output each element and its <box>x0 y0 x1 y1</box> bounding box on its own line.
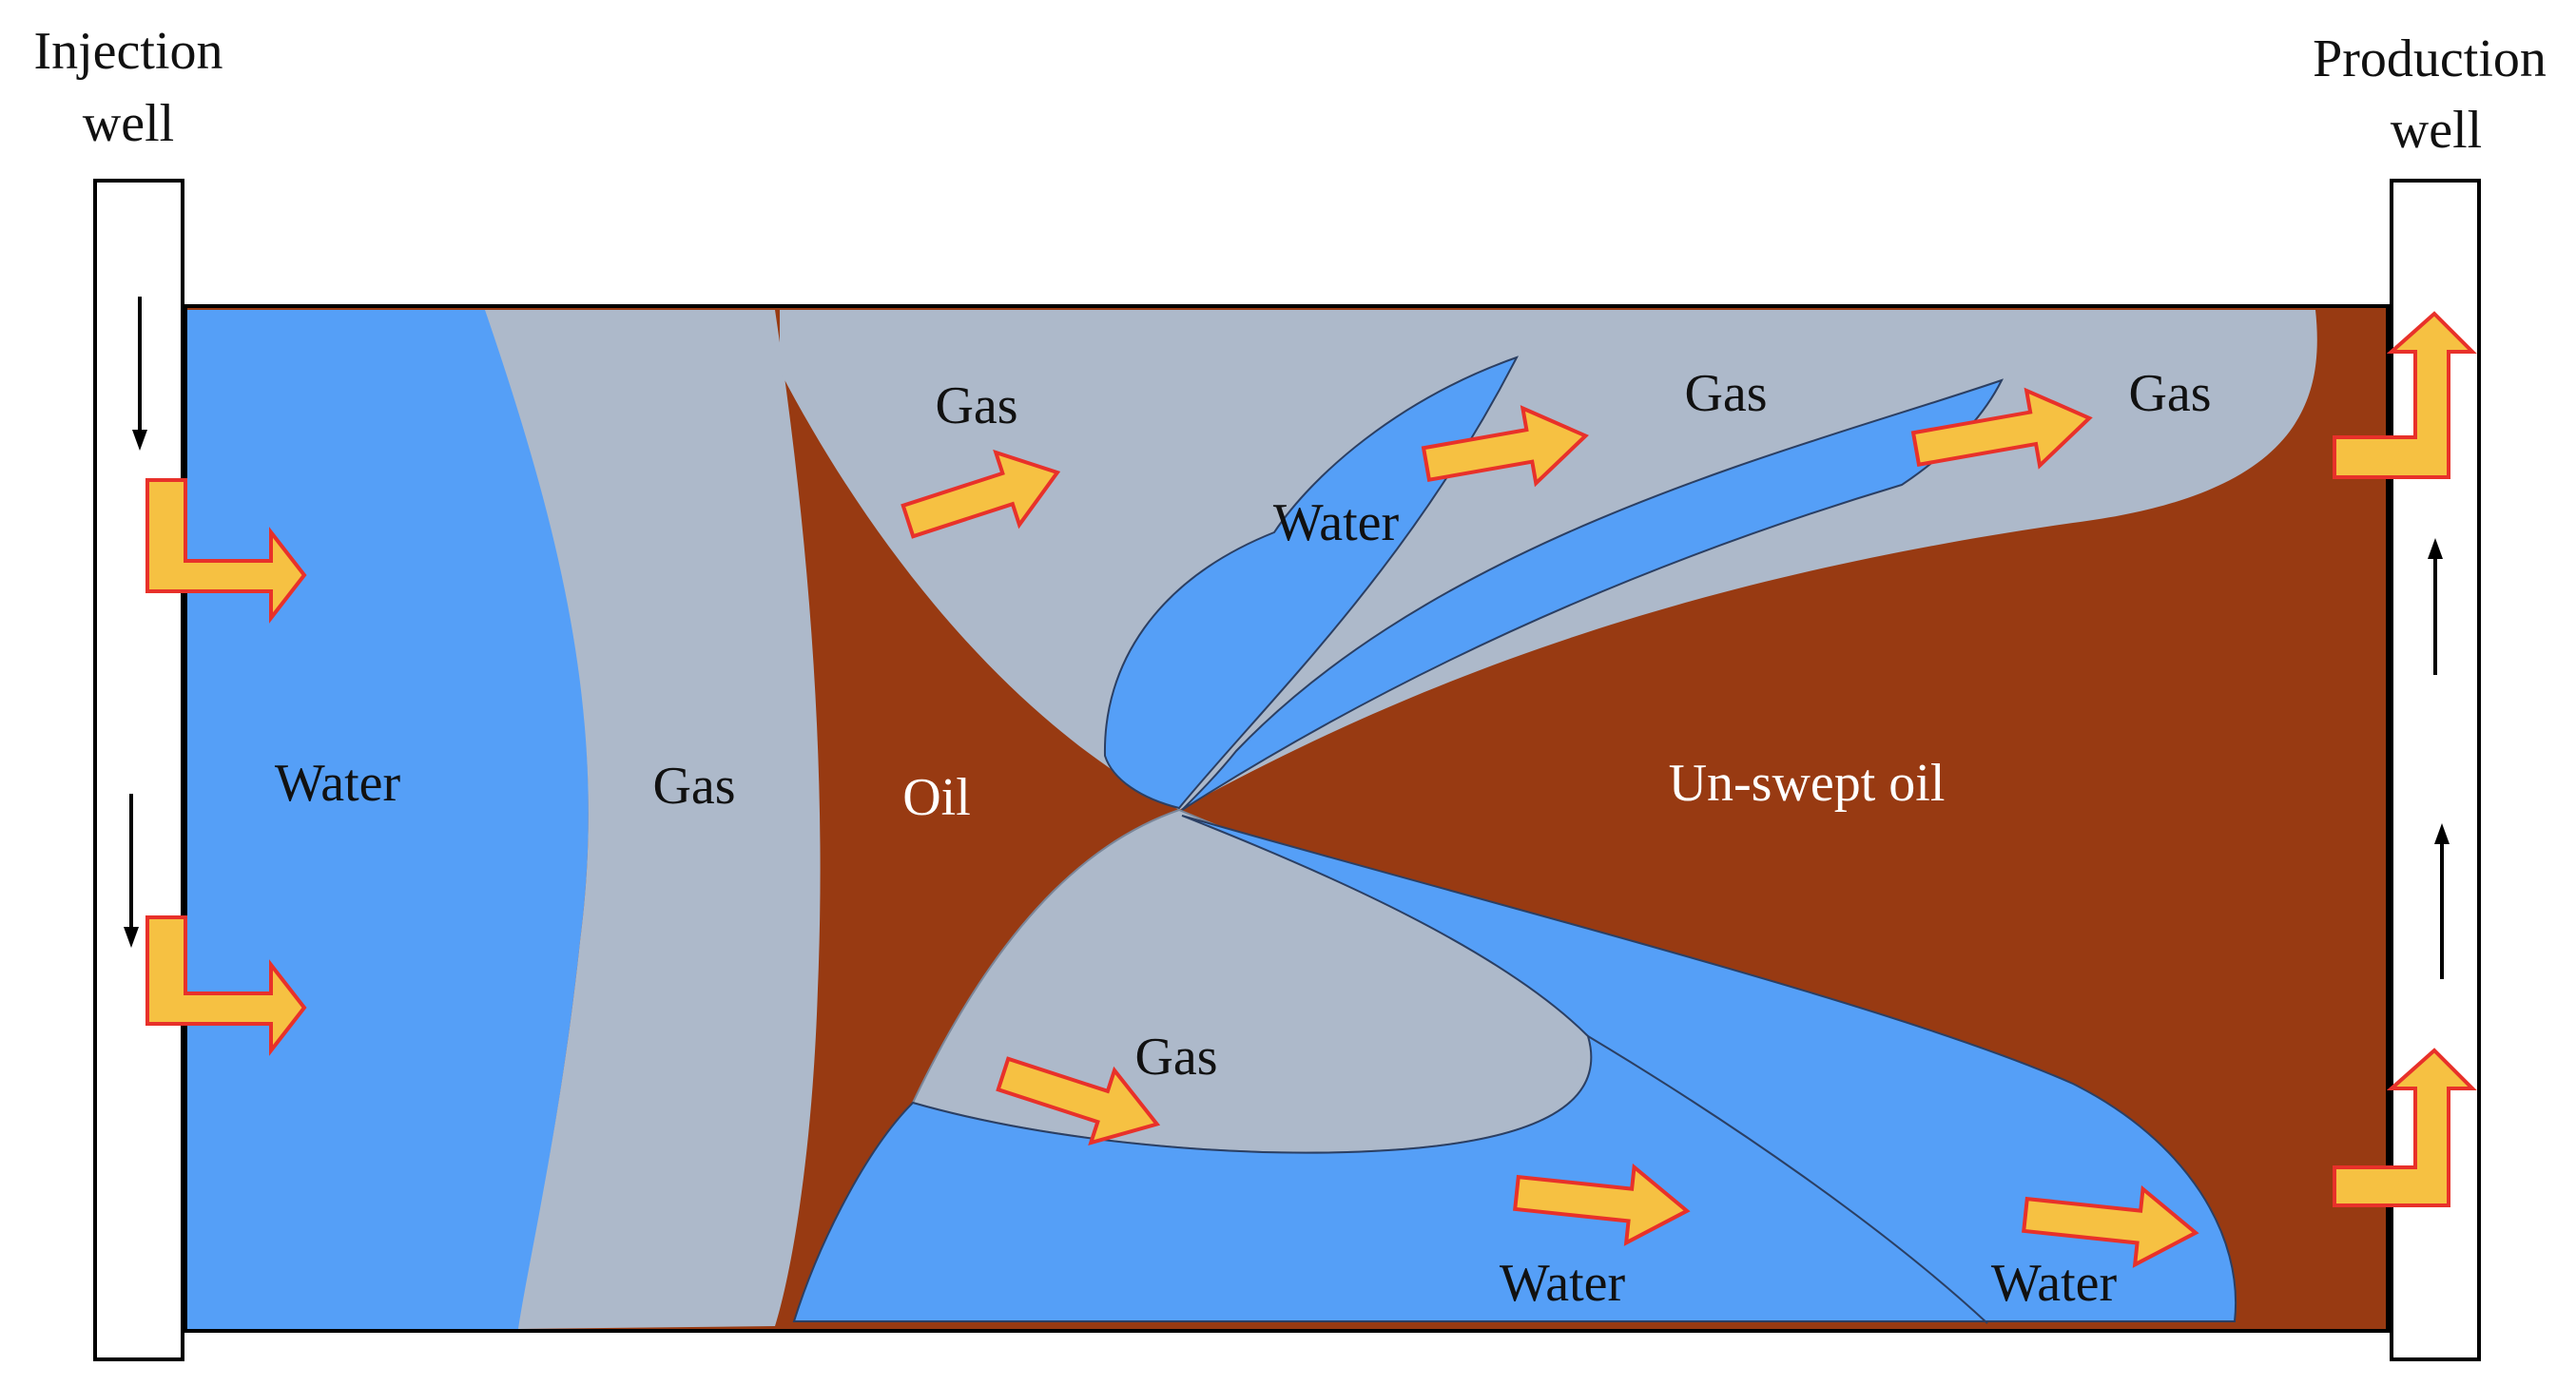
turn-arrow-injection-bottom-icon <box>145 915 307 1056</box>
gas-top-3-label: Gas <box>2128 364 2211 423</box>
flow-arrow-icon-2 <box>1421 405 1589 488</box>
production-well-label-line2: well <box>2391 101 2482 160</box>
turn-arrow-production-bottom-icon <box>2333 1048 2477 1207</box>
turn-arrow-injection-top-icon <box>145 478 307 624</box>
production-well-label-line1: Production <box>2313 29 2547 88</box>
water-bottom-2-label: Water <box>1991 1254 2118 1313</box>
gas-top-1-label: Gas <box>935 376 1017 435</box>
flow-arrows <box>145 311 2477 1268</box>
water-left-region <box>185 310 589 1329</box>
water-bottom-1-label: Water <box>1500 1254 1626 1313</box>
water-upper-lens-region <box>1103 356 1520 810</box>
injection-well-label-line2: well <box>83 94 174 153</box>
injection-flow-arrowhead-icon-1 <box>132 430 147 451</box>
water-bottom-divider-line <box>1587 1035 1988 1324</box>
water-bottom-region <box>792 815 2237 1322</box>
flow-arrow-icon-5 <box>1513 1163 1691 1246</box>
gas-top-2-label: Gas <box>1684 364 1767 423</box>
injection-well <box>93 179 184 1361</box>
water-upper-streak-region <box>1181 378 2004 811</box>
oil-label: Oil <box>902 768 971 827</box>
flow-arrow-icon-1 <box>901 449 1061 539</box>
flow-arrow-icon-6 <box>2022 1184 2199 1268</box>
injection-flow-arrowhead-icon-2 <box>124 927 139 948</box>
reservoir-body <box>184 304 2390 1333</box>
gas-lower-label: Gas <box>1134 1028 1217 1087</box>
production-flow-arrowhead-icon-2 <box>2434 823 2450 844</box>
reservoir-outline <box>184 304 2390 1333</box>
flow-arrow-icon-4 <box>996 1056 1161 1145</box>
injection-well-label-line1: Injection <box>33 22 223 81</box>
turn-arrow-production-top-icon <box>2333 311 2477 479</box>
water-upper-label: Water <box>1273 493 1400 552</box>
gas-band-region <box>485 310 821 1329</box>
unswept-oil-label: Un-swept oil <box>1669 754 1946 813</box>
gas-band-label: Gas <box>652 757 735 816</box>
production-flow-arrowhead-icon-1 <box>2428 538 2443 559</box>
labels: Injection well Production well Water Gas… <box>33 22 2546 1313</box>
water-left-label: Water <box>275 754 401 813</box>
flow-arrow-icon-3 <box>1910 387 2093 470</box>
